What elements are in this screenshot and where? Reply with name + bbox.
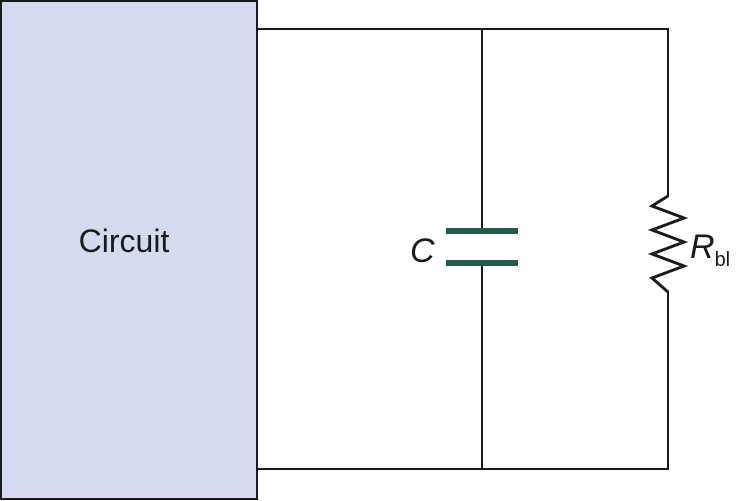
resistor-label: Rbl xyxy=(690,228,730,271)
resistor-zigzag xyxy=(647,194,689,294)
resistor-subscript: bl xyxy=(715,249,731,271)
capacitor: C xyxy=(410,228,518,270)
wires xyxy=(256,28,669,470)
circuit-box xyxy=(0,0,258,500)
circuit-block: Circuit xyxy=(0,0,258,500)
capacitor-label: C xyxy=(410,232,435,270)
resistor-symbol: R xyxy=(690,228,715,266)
resistor: Rbl xyxy=(647,194,730,294)
circuit-label: Circuit xyxy=(79,223,170,259)
